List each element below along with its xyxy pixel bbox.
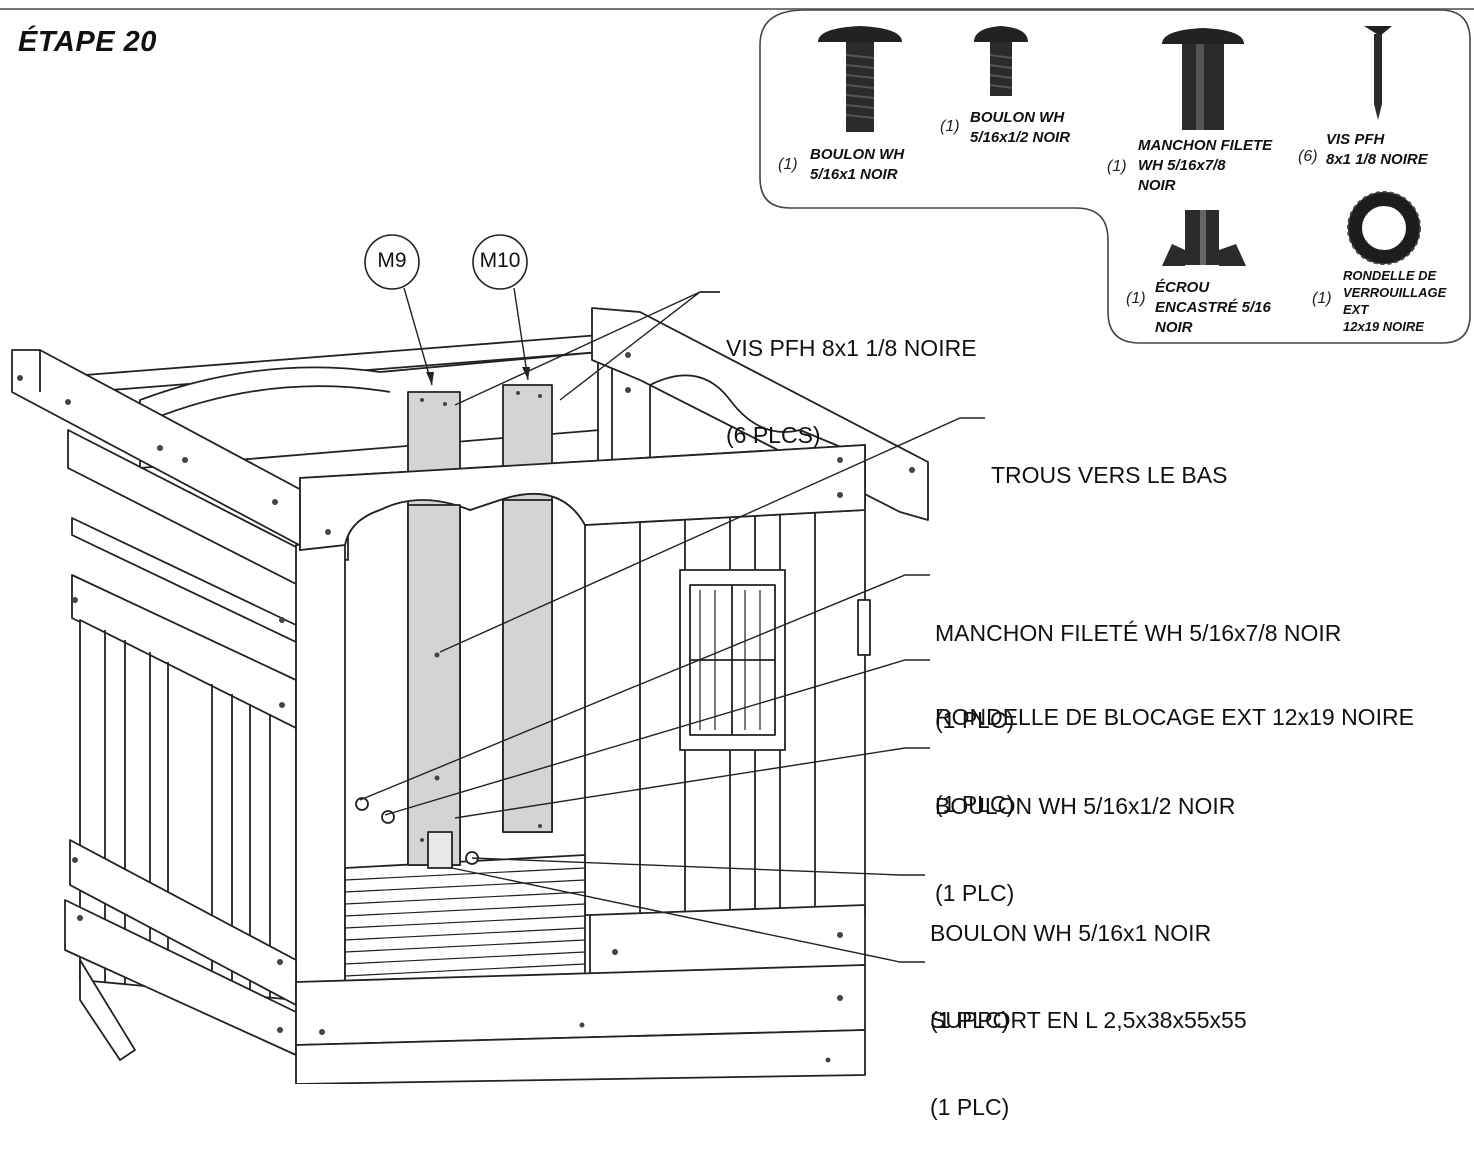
hw-qty-6: (1): [1312, 290, 1332, 307]
threaded-sleeve-icon: [1162, 28, 1244, 130]
hw-qty-4: (6): [1298, 148, 1318, 165]
part-label-m9: M9: [377, 249, 407, 272]
callout-bolt-5-16x1-2: BOULON WH 5/16x1/2 NOIR (1 PLC): [935, 793, 1236, 906]
callout-threaded-sleeve: MANCHON FILETÉ WH 5/16x7/8 NOIR (1 PLC): [935, 620, 1342, 733]
callout-screw-pfh: VIS PFH 8x1 1/8 NOIRE (6 PLCS): [726, 335, 977, 448]
playhouse-drawing: [11, 307, 929, 1084]
hw-label-bolt-5-16x1-2: BOULON WH 5/16x1/2 NOIR: [970, 109, 1071, 146]
part-tag-m9: [364, 234, 420, 290]
hw-label-threaded-sleeve: MANCHON FILETE WH 5/16x7/8 NOIR: [1138, 137, 1273, 194]
callout-holes-down: TROUS VERS LE BAS: [991, 462, 1228, 488]
hw-label-screw-pfh: VIS PFH 8x1 1/8 NOIRE: [1326, 131, 1428, 168]
bolt-5-16x1-icon: [818, 26, 902, 132]
hw-qty-2: (1): [940, 118, 960, 135]
lock-washer-icon: [1347, 191, 1421, 265]
assembly-illustration: [11, 9, 1471, 1084]
step-title: ÉTAPE 20: [18, 26, 157, 58]
hw-qty-1: (1): [778, 156, 798, 173]
screw-pfh-icon: [1364, 26, 1392, 120]
callout-l-bracket: SUPPORT EN L 2,5x38x55x55 (1 PLC): [930, 1007, 1247, 1120]
hw-label-tee-nut: ÉCROU ENCASTRÉ 5/16 NOIR: [1155, 279, 1271, 336]
hw-label-lock-washer: RONDELLE DE VERROUILLAGE EXT 12x19 NOIRE: [1343, 268, 1447, 334]
header-rule: [0, 8, 1474, 10]
part-tag-m10: [472, 234, 528, 290]
tee-nut-icon: [1162, 210, 1246, 266]
hardware-panel: [759, 9, 1471, 344]
bolt-5-16x1-2-icon: [974, 26, 1028, 96]
callout-lock-washer: RONDELLE DE BLOCAGE EXT 12x19 NOIRE (1 P…: [935, 704, 1414, 817]
hw-qty-3: (1): [1107, 158, 1127, 175]
part-label-m10: M10: [479, 249, 521, 272]
hw-label-bolt-5-16x1: BOULON WH 5/16x1 NOIR: [810, 146, 905, 183]
hw-qty-5: (1): [1126, 290, 1146, 307]
callout-bolt-5-16x1: BOULON WH 5/16x1 NOIR (1 PLC): [930, 920, 1212, 1033]
